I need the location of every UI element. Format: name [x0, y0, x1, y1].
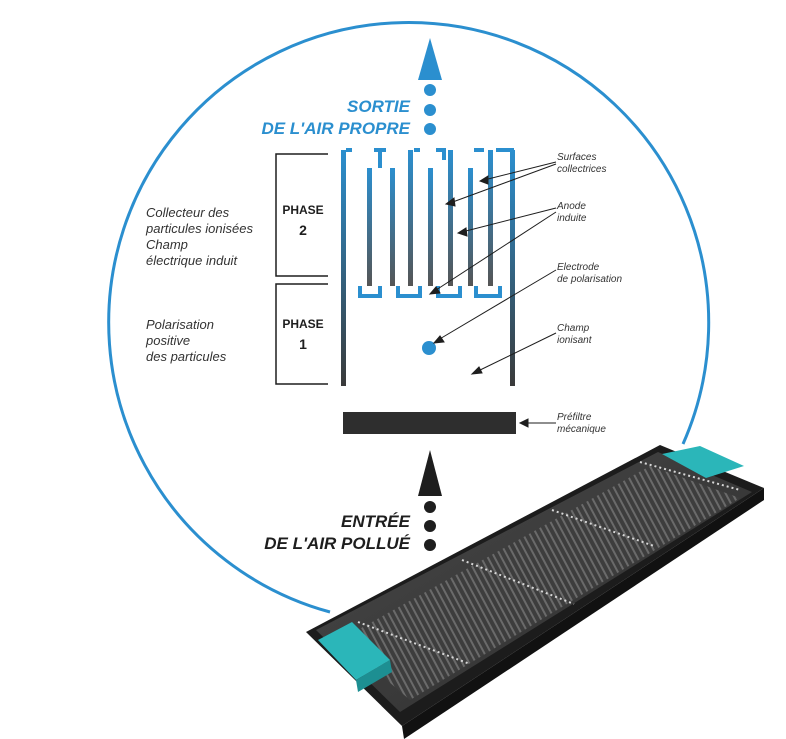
callout-line: Préfiltre — [557, 412, 592, 423]
callout-line: induite — [557, 213, 587, 224]
polarisation-electrode-dot — [422, 341, 436, 355]
phase1-bracket — [275, 283, 328, 385]
phase2-label: PHASE 2 — [276, 200, 330, 240]
callout-line: Surfaces — [557, 152, 597, 163]
outlet-arrow — [418, 38, 442, 135]
phase1-desc-line: des particules — [146, 349, 227, 364]
phase2-description: Collecteur des particules ionisées Champ… — [146, 205, 276, 269]
callout-prefiltre: Préfiltre mécanique — [557, 412, 606, 436]
magnifier-circle — [107, 21, 711, 614]
phase1-label: PHASE 1 — [276, 314, 330, 354]
callout-line: collectrices — [557, 164, 607, 175]
inlet-line2: DE L'AIR POLLUÉ — [264, 534, 410, 553]
callout-electrode: Electrode de polarisation — [557, 262, 622, 286]
phase1-desc-line: Polarisation — [146, 317, 214, 332]
phase2-word: PHASE — [282, 203, 324, 217]
phase2-desc-line: Champ — [146, 237, 188, 252]
outlet-line1: SORTIE — [347, 97, 410, 116]
phase1-description: Polarisation positive des particules — [146, 317, 276, 365]
phase2-desc-line: particules ionisées — [146, 221, 253, 236]
callout-line: Champ — [557, 323, 590, 334]
callout-line: mécanique — [557, 424, 606, 435]
inlet-title: ENTRÉE DE L'AIR POLLUÉ — [250, 511, 410, 555]
callout-surfaces: Surfaces collectrices — [557, 152, 606, 176]
callout-anode: Anode induite — [557, 201, 586, 225]
callout-line: ionisant — [557, 335, 592, 346]
phase1-desc-line: positive — [146, 333, 191, 348]
phase1-word: PHASE — [282, 317, 324, 331]
phase2-desc-line: électrique induit — [146, 253, 238, 268]
callout-line: Anode — [557, 201, 586, 212]
prefilter-bar — [343, 412, 516, 434]
blue-frames — [346, 148, 514, 298]
callout-line: de polarisation — [557, 274, 623, 285]
phase2-bracket — [275, 153, 328, 277]
collector-plates — [341, 150, 515, 386]
phase2-desc-line: Collecteur des — [146, 205, 230, 220]
phase2-number: 2 — [299, 222, 307, 238]
callout-champ: Champ ionisant — [557, 323, 591, 347]
inlet-line1: ENTRÉE — [341, 512, 410, 531]
filter-unit — [306, 445, 764, 739]
outlet-line2: DE L'AIR PROPRE — [261, 119, 410, 138]
outlet-title: SORTIE DE L'AIR PROPRE — [250, 96, 410, 140]
callout-line: Electrode — [557, 262, 600, 273]
inlet-arrow — [418, 450, 442, 551]
phase1-number: 1 — [299, 336, 307, 352]
callout-arrows — [428, 161, 557, 428]
